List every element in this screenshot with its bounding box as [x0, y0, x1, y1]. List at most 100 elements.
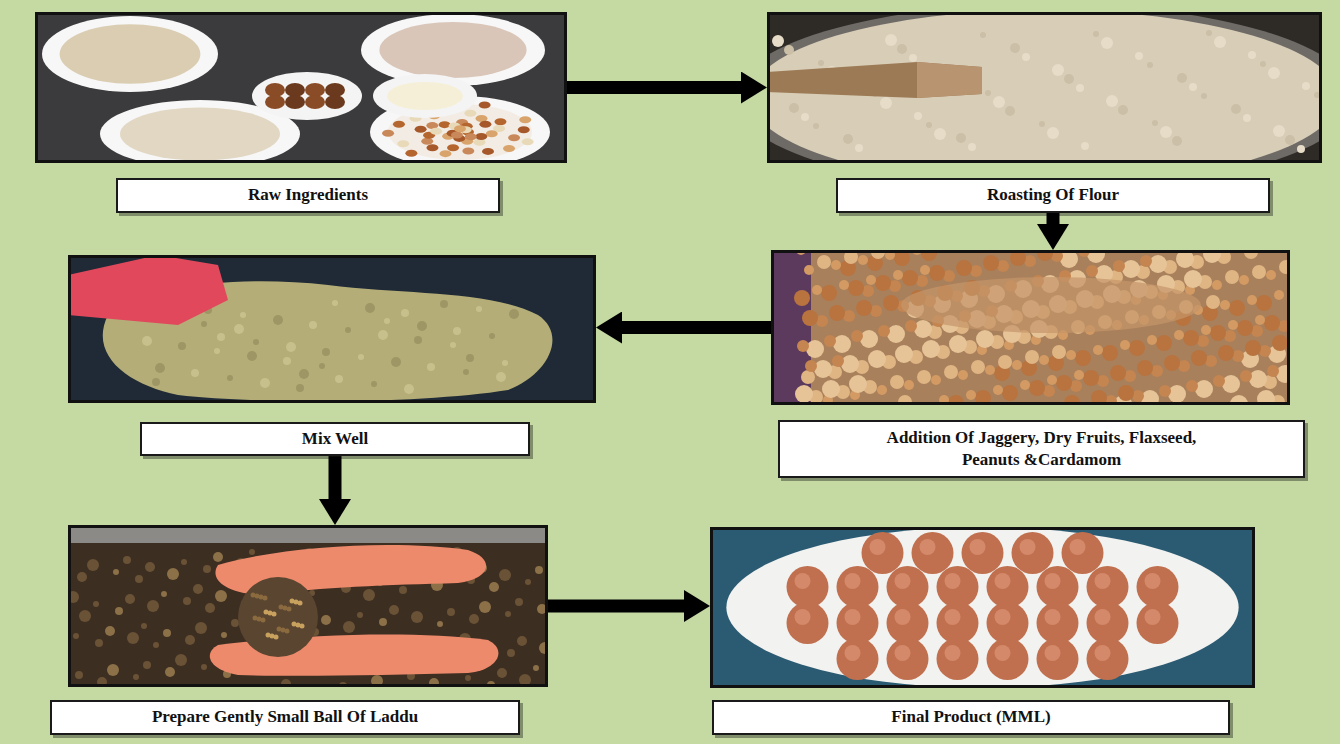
mixture-texture: [185, 635, 195, 645]
laddu-highlight: [995, 609, 1011, 625]
dough-texture: [214, 348, 220, 354]
crumb: [895, 345, 913, 363]
mixture-texture: [75, 671, 83, 679]
mixture-texture: [87, 559, 99, 571]
nut: [415, 126, 427, 133]
mixture-texture: [203, 565, 211, 573]
mixture-texture: [135, 575, 143, 583]
step-photo: [35, 12, 567, 163]
crumb: [839, 280, 849, 290]
crumb: [1083, 370, 1099, 386]
laddu-highlight: [1145, 609, 1161, 625]
flour-texture: [897, 44, 907, 54]
dough-texture: [299, 369, 309, 379]
crumb: [1206, 295, 1220, 309]
mixture-texture: [213, 552, 223, 562]
mixture-texture: [399, 586, 407, 594]
crumb: [806, 340, 824, 358]
mixture-texture: [249, 549, 255, 555]
dough-texture: [371, 381, 377, 387]
laddu: [887, 566, 929, 608]
dough-texture: [253, 339, 259, 345]
photo-illustration: [771, 250, 1290, 405]
step-label: Mix Well: [302, 428, 368, 450]
flour-texture: [1047, 127, 1059, 139]
ball-speck: [261, 618, 266, 623]
photo-illustration: [68, 255, 596, 403]
crumb: [1249, 370, 1267, 388]
laddu-highlight: [920, 539, 936, 555]
crumb: [1102, 345, 1118, 361]
crumb: [1201, 325, 1211, 335]
nut: [519, 116, 531, 123]
dough-texture: [319, 363, 325, 369]
dough-texture: [476, 306, 482, 312]
crumb: [1164, 355, 1180, 371]
photo-frame: [70, 527, 547, 686]
caption-box: Roasting Of Flour: [836, 178, 1270, 213]
crumb: [922, 340, 940, 358]
process-step: Prepare Gently Small Ball Of Laddu: [50, 525, 548, 735]
crumb: [1240, 370, 1252, 382]
flour-texture: [880, 97, 892, 109]
crumb: [858, 255, 868, 265]
crumb: [812, 285, 822, 295]
process-step: Addition Of Jaggery, Dry Fruits, Flaxsee…: [771, 250, 1305, 478]
plate: [361, 14, 545, 86]
process-step: Raw Ingredients: [35, 12, 567, 213]
caption-box: Prepare Gently Small Ball Of Laddu: [50, 700, 520, 735]
crumb: [920, 265, 930, 275]
dark-background: [68, 255, 596, 403]
mixture-texture: [125, 594, 135, 604]
flour-texture: [843, 134, 853, 144]
crumb: [1191, 350, 1207, 366]
flour-texture: [1302, 82, 1310, 90]
crumb: [833, 335, 851, 353]
crumb: [1229, 300, 1245, 316]
crumb: [1066, 350, 1076, 360]
laddu: [1087, 638, 1129, 680]
mixture-texture: [127, 632, 139, 644]
mixture-texture: [175, 654, 187, 666]
flow-arrow: [622, 321, 771, 334]
dough-texture: [463, 369, 469, 375]
crumb: [905, 320, 917, 332]
nut: [447, 144, 459, 151]
crumb: [1086, 265, 1098, 277]
laddu-highlight: [1045, 609, 1061, 625]
mixture-texture: [93, 601, 99, 607]
nut: [440, 150, 452, 157]
mixture-texture: [145, 562, 155, 572]
flour-heap: [379, 22, 526, 78]
dough-texture: [309, 321, 317, 329]
crumb: [966, 390, 976, 400]
dough-texture: [378, 330, 388, 340]
flour-texture: [1081, 142, 1089, 150]
table-background: [710, 527, 1255, 688]
mixture-texture: [133, 674, 139, 680]
laddu: [837, 566, 879, 608]
crumb: [1129, 340, 1145, 356]
crumb: [817, 255, 831, 269]
mixture-texture: [141, 623, 147, 629]
flour-texture: [1039, 121, 1045, 127]
photo-frame: [712, 529, 1254, 687]
laddu: [937, 602, 979, 644]
crumb: [824, 335, 836, 347]
dough-texture: [502, 360, 508, 366]
step-photo: [771, 250, 1290, 405]
flour-texture: [1064, 74, 1074, 84]
jaggery-piece: [285, 83, 305, 97]
crumb: [944, 365, 958, 379]
dough-texture: [240, 312, 246, 318]
photo-frame: [769, 14, 1321, 162]
mixture-texture: [205, 603, 215, 613]
jaggery-piece: [285, 95, 305, 109]
photo-frame: [70, 257, 595, 402]
step-photo: [710, 527, 1255, 688]
crumb: [1120, 340, 1130, 350]
dough-texture: [414, 336, 422, 344]
mixture-background: [771, 250, 1290, 405]
crumb: [1212, 280, 1222, 290]
mixture-texture: [231, 619, 239, 627]
